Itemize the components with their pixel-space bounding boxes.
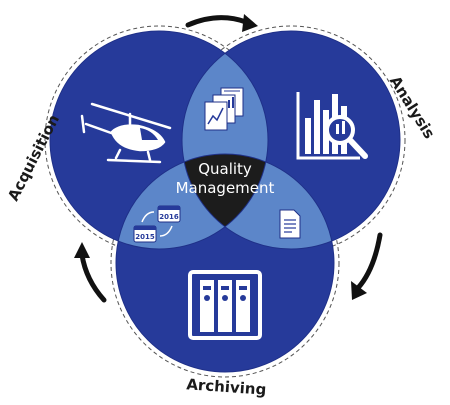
center-title-line2: Management [176, 179, 275, 197]
binders-icon [188, 270, 262, 340]
calendar-year-2016: 2016 [159, 213, 179, 221]
center-title-line1: Quality [198, 160, 252, 178]
documents-chart-icon [204, 87, 244, 131]
label-archiving: Archiving [186, 375, 267, 399]
calendar-year-2015: 2015 [135, 233, 155, 241]
cycle-arrow-left [74, 242, 107, 303]
analysis-archiving-overlap [182, 154, 334, 249]
bar-chart-magnifier-icon [296, 92, 368, 160]
helicopter-icon [80, 102, 172, 164]
cycle-arrow-right [351, 232, 383, 300]
cycle-arrow-top [185, 14, 258, 32]
pdf-document-icon [279, 209, 301, 239]
calendar-sync-icon: 2016 2015 [133, 205, 181, 243]
